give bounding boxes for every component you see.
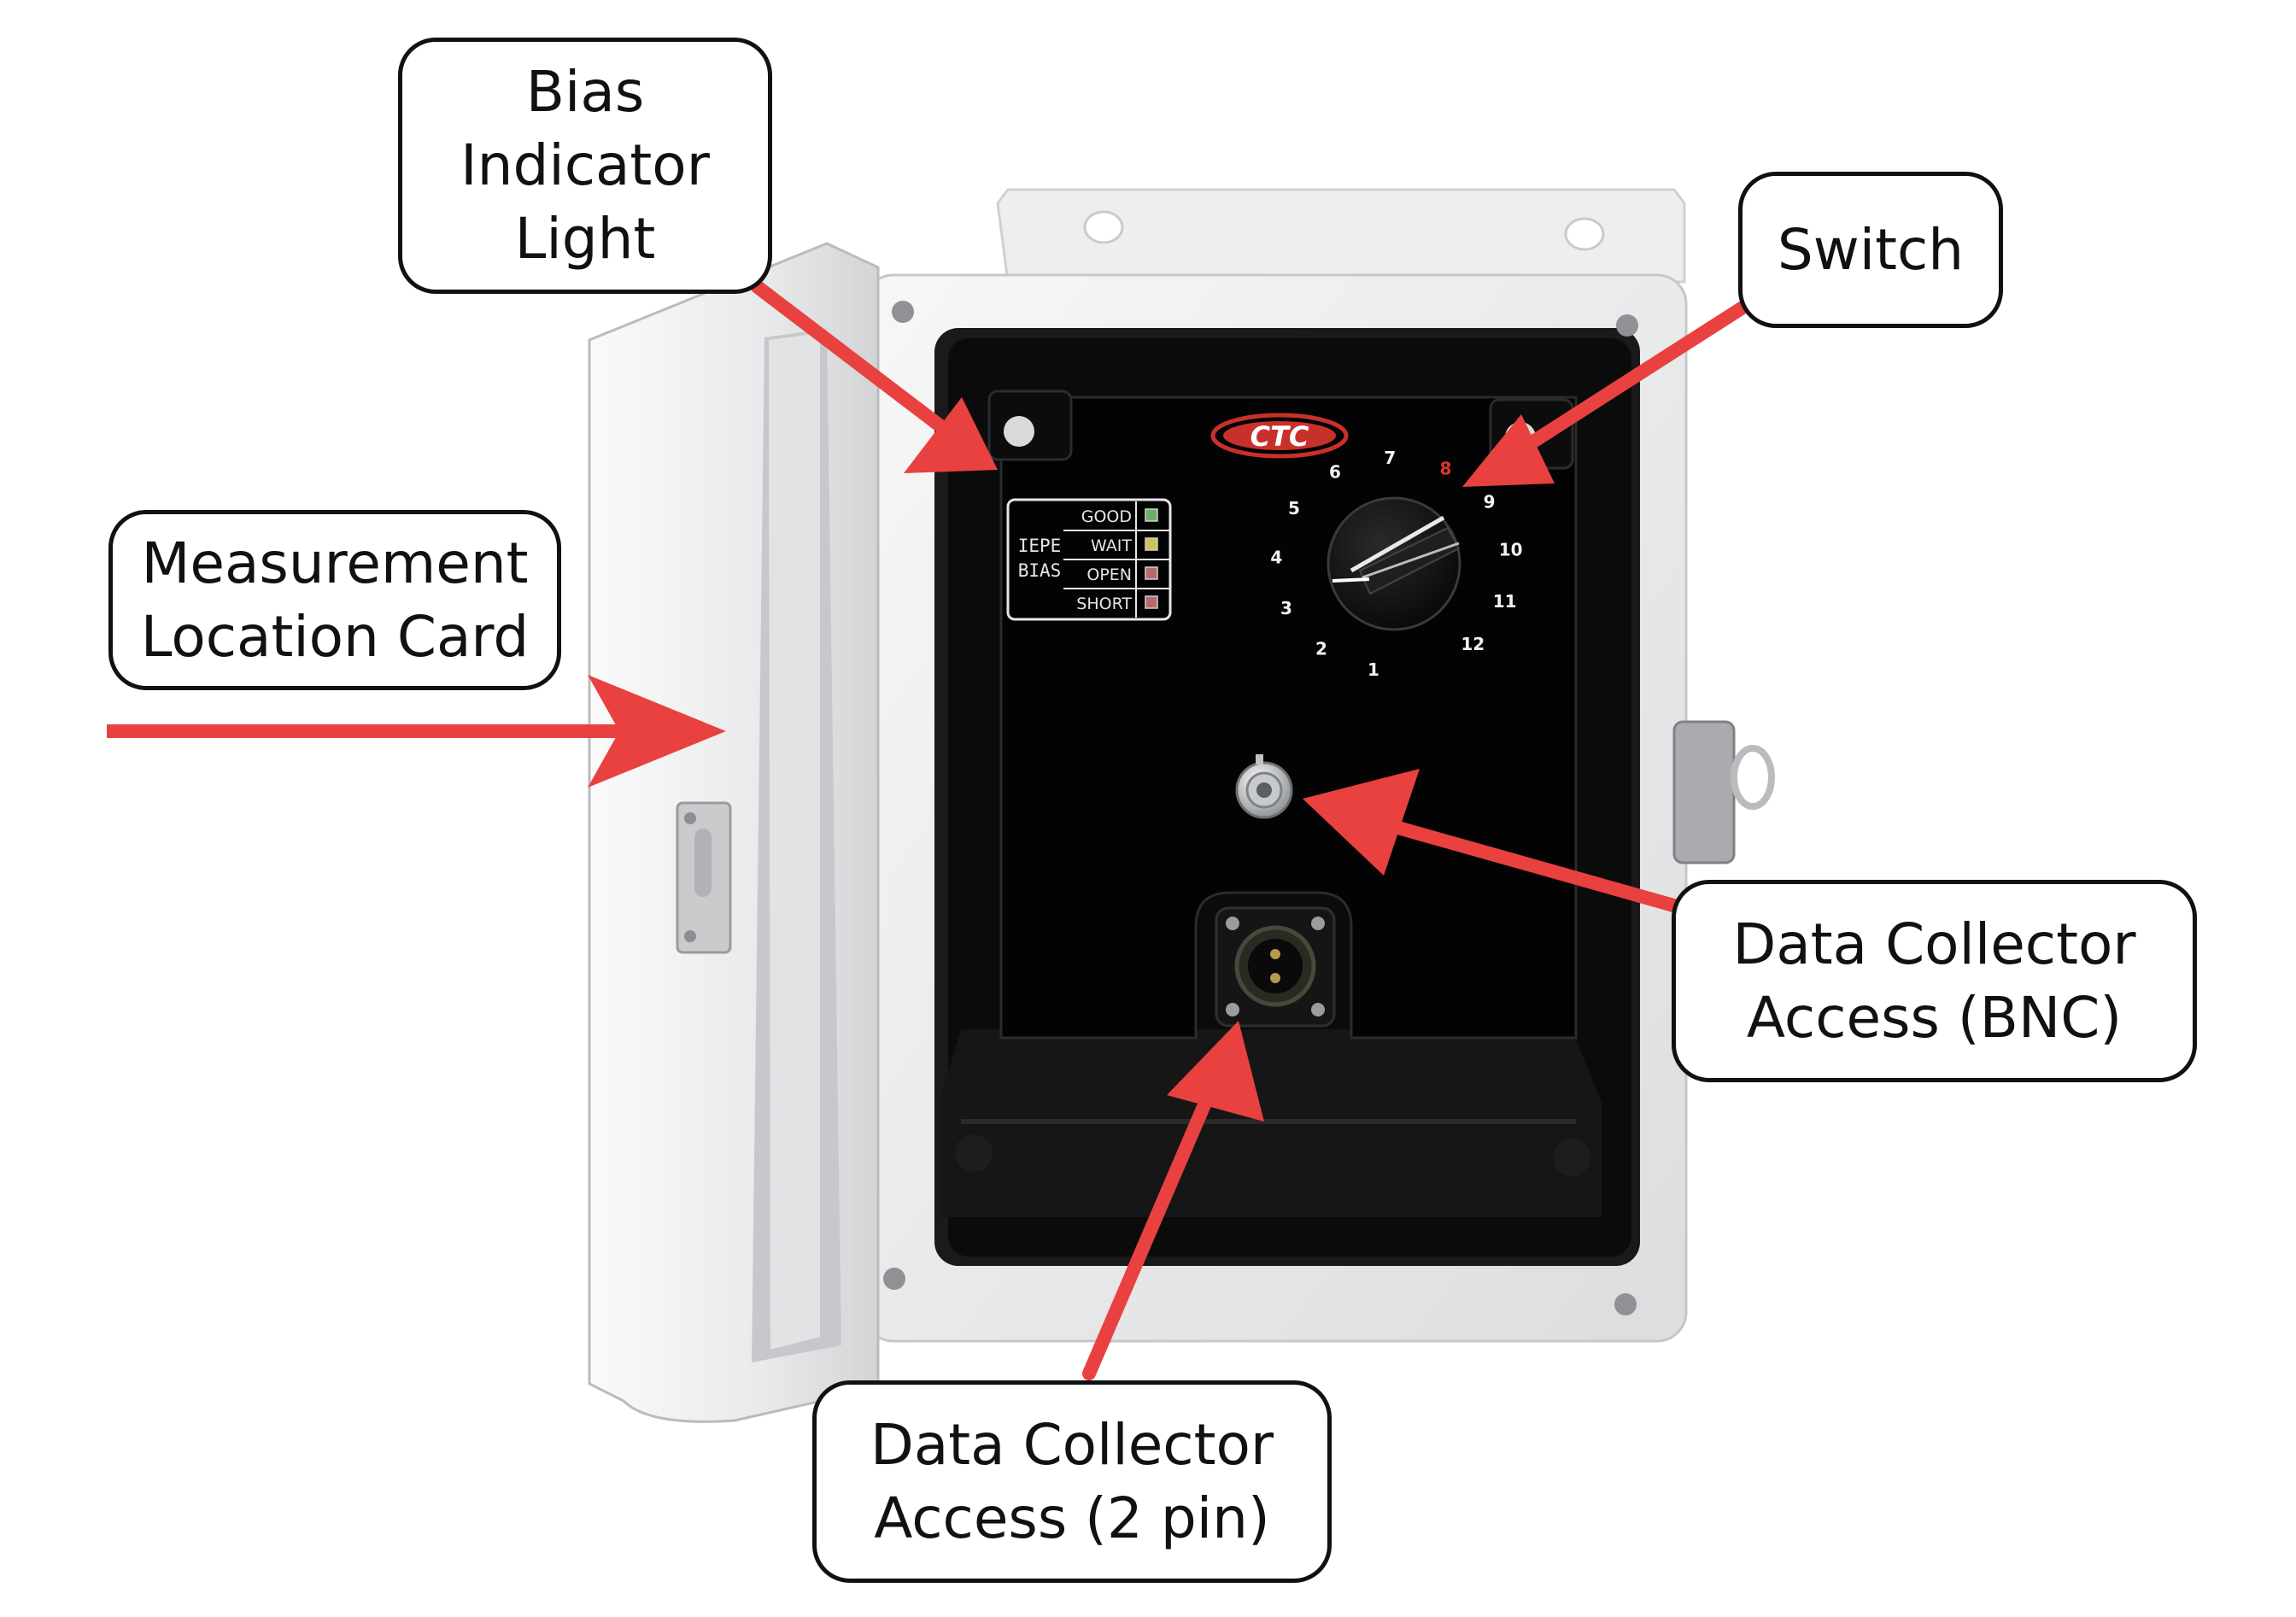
arrow-switch <box>1462 296 1756 487</box>
callout-data-collector-bnc: Data Collector Access (BNC) <box>1672 880 2197 1082</box>
dial-number-12: 12 <box>1461 634 1485 654</box>
mount-hole-right <box>1564 217 1605 251</box>
bnc-connector <box>1235 754 1293 819</box>
corner-screw <box>883 1268 905 1290</box>
callout-line: Bias <box>525 59 645 125</box>
callout-line: Data Collector <box>870 1411 1274 1478</box>
indicator-label-short: SHORT <box>1076 595 1132 613</box>
latch <box>1672 720 1736 864</box>
led-good <box>1145 508 1158 522</box>
callout-data-collector-2pin: Data Collector Access (2 pin) <box>812 1380 1332 1583</box>
mounting-tab-top <box>996 188 1686 284</box>
panel-screw <box>1004 416 1034 447</box>
led-short <box>1145 595 1158 609</box>
dial-number-7: 7 <box>1384 448 1396 468</box>
dial-number-6: 6 <box>1329 462 1341 483</box>
corner-screw <box>1616 314 1638 337</box>
led-wait <box>1145 537 1158 551</box>
iepe-label: IEPE <box>1018 536 1062 556</box>
callout-line: Switch <box>1777 216 1965 283</box>
dial-number-10: 10 <box>1499 540 1523 560</box>
corner-screw <box>1614 1293 1637 1315</box>
callout-line: Indicator <box>460 132 710 198</box>
callout-measurement-location-card: Measurement Location Card <box>108 510 561 690</box>
bias-label: BIAS <box>1018 560 1062 581</box>
callout-line: Data Collector <box>1732 911 2136 977</box>
ctc-logo: CTC <box>1210 413 1349 459</box>
dial-number-2: 2 <box>1315 639 1327 659</box>
callout-bias-indicator-light: Bias Indicator Light <box>398 38 772 294</box>
dial-number-3: 3 <box>1280 598 1292 618</box>
callout-line: Measurement <box>141 530 529 596</box>
callout-line: Light <box>514 206 656 272</box>
mount-hole-left <box>1083 210 1124 244</box>
arrow-bias-light <box>751 280 998 473</box>
indicator-label-good: GOOD <box>1081 507 1132 526</box>
mounting-bracket <box>940 1029 1602 1217</box>
callout-switch: Switch <box>1738 172 2003 328</box>
dial-number-9: 9 <box>1484 492 1496 513</box>
logo-text: CTC <box>1250 420 1309 453</box>
indicator-label-open: OPEN <box>1086 565 1132 584</box>
led-open <box>1145 566 1158 580</box>
dial-number-4: 4 <box>1270 547 1282 567</box>
enclosure-door <box>588 242 880 1423</box>
two-pin-connector <box>1215 906 1336 1028</box>
dial-number-1: 1 <box>1368 659 1379 680</box>
indicator-label-wait: WAIT <box>1091 536 1132 555</box>
arrow-two-pin <box>1082 1021 1264 1380</box>
dial-number-5: 5 <box>1288 498 1300 518</box>
arrow-measurement-card <box>107 675 726 788</box>
dial-number-11: 11 <box>1493 591 1517 612</box>
callout-line: Access (BNC) <box>1746 984 2123 1051</box>
dial-number-8: 8 <box>1440 459 1452 479</box>
corner-screw <box>892 301 914 323</box>
callout-arrows <box>107 280 1756 1380</box>
callout-line: Access (2 pin) <box>874 1485 1270 1551</box>
bias-indicator-panel: IEPE BIAS GOOD WAIT OPEN SHORT <box>1006 498 1172 621</box>
callout-line: Location Card <box>140 603 530 670</box>
arrow-bnc <box>1303 769 1690 915</box>
